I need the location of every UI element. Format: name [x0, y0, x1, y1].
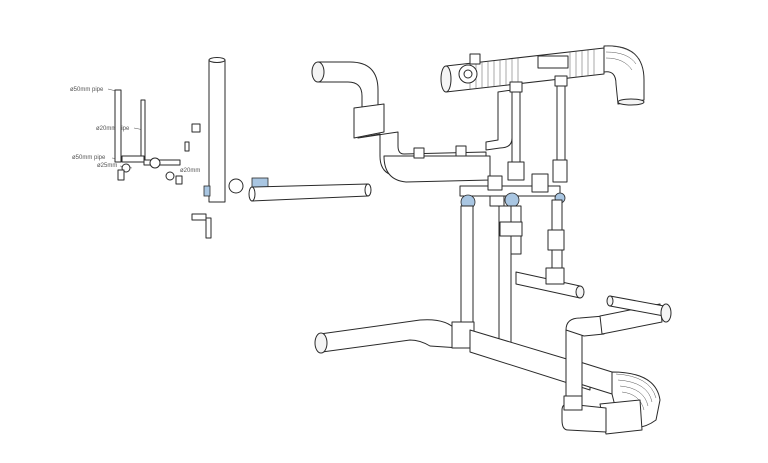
diagonal-main-pipe [469, 329, 591, 391]
small-vertical-pipe-b [140, 99, 146, 161]
bottom-left-pipe [319, 319, 461, 353]
long-pipe-start [248, 186, 256, 202]
small-fitting-c [165, 171, 175, 181]
elbow-threads [605, 45, 641, 71]
mid-tee [489, 195, 505, 207]
long-horizontal-pipe [251, 183, 369, 202]
tee-stub-b [455, 145, 467, 157]
small-vertical-pipe-a [114, 89, 122, 163]
small-valve [228, 178, 244, 194]
small-fitting-b [149, 157, 161, 169]
label-pipe-20: ø20mm pipe [96, 126, 130, 132]
tee-stub-a [413, 147, 425, 159]
drop-pipe-b [556, 85, 566, 171]
mid-valve-a [487, 175, 503, 191]
upper-left-elbow [317, 61, 379, 113]
valve-b [552, 159, 568, 183]
lower-drop [205, 217, 212, 239]
main-assembly [311, 45, 672, 435]
mid-valve-b [531, 173, 549, 193]
lower-run-pipe [383, 155, 491, 183]
blue-coupling-a [203, 185, 211, 197]
manifold-end [440, 65, 452, 93]
lower-stub [191, 213, 207, 221]
drop-fitting-b [554, 75, 568, 87]
manifold-collar [537, 55, 569, 69]
small-branch-pipe [143, 159, 181, 166]
label-25mm: ø25mm [97, 163, 117, 169]
upper-left-pipe-opening [311, 61, 325, 83]
blue-elbow-b [504, 192, 520, 208]
bottom-elbow-threads [615, 373, 657, 411]
label-pipe-50-mid: ø50mm pipe [72, 155, 106, 161]
blue-coupling-b [251, 177, 269, 188]
rising-pipe [485, 89, 513, 151]
valve-a [507, 161, 525, 181]
tall-pipe-cap [208, 57, 226, 63]
tall-pipe [208, 59, 226, 203]
right-upper-end [606, 295, 614, 307]
elbow-small [191, 123, 201, 133]
upper-left-coupling [353, 103, 385, 139]
manifold-valve-hub [463, 69, 473, 79]
manifold-top-stub [469, 53, 481, 65]
elbow-opening [617, 98, 645, 106]
small-horizontal-pipe [121, 155, 145, 163]
label-pipe-50-top: ø50mm pipe [70, 87, 104, 93]
long-pipe-end [364, 183, 372, 197]
right-valve [547, 229, 565, 251]
small-stub-b [175, 175, 183, 185]
right-branch-end [660, 303, 672, 323]
manifold-thread-b [569, 49, 595, 78]
lower-tee-fitting [545, 267, 565, 285]
vertical-pipe-left [460, 205, 474, 327]
drop-fitting-a [509, 81, 523, 93]
label-20mm: ø20mm [180, 168, 200, 174]
small-assembly: ø50mm pipe ø20mm pipe ø50mm pipe ø25mm ø… [70, 57, 372, 239]
middle-valve [499, 221, 523, 237]
small-stub-a [117, 169, 125, 181]
cap-small [184, 141, 190, 152]
diagonal-coupling [579, 361, 613, 395]
lower-tee-end [575, 285, 585, 299]
bottom-left-opening [314, 332, 328, 354]
right-riser-base [563, 395, 583, 411]
